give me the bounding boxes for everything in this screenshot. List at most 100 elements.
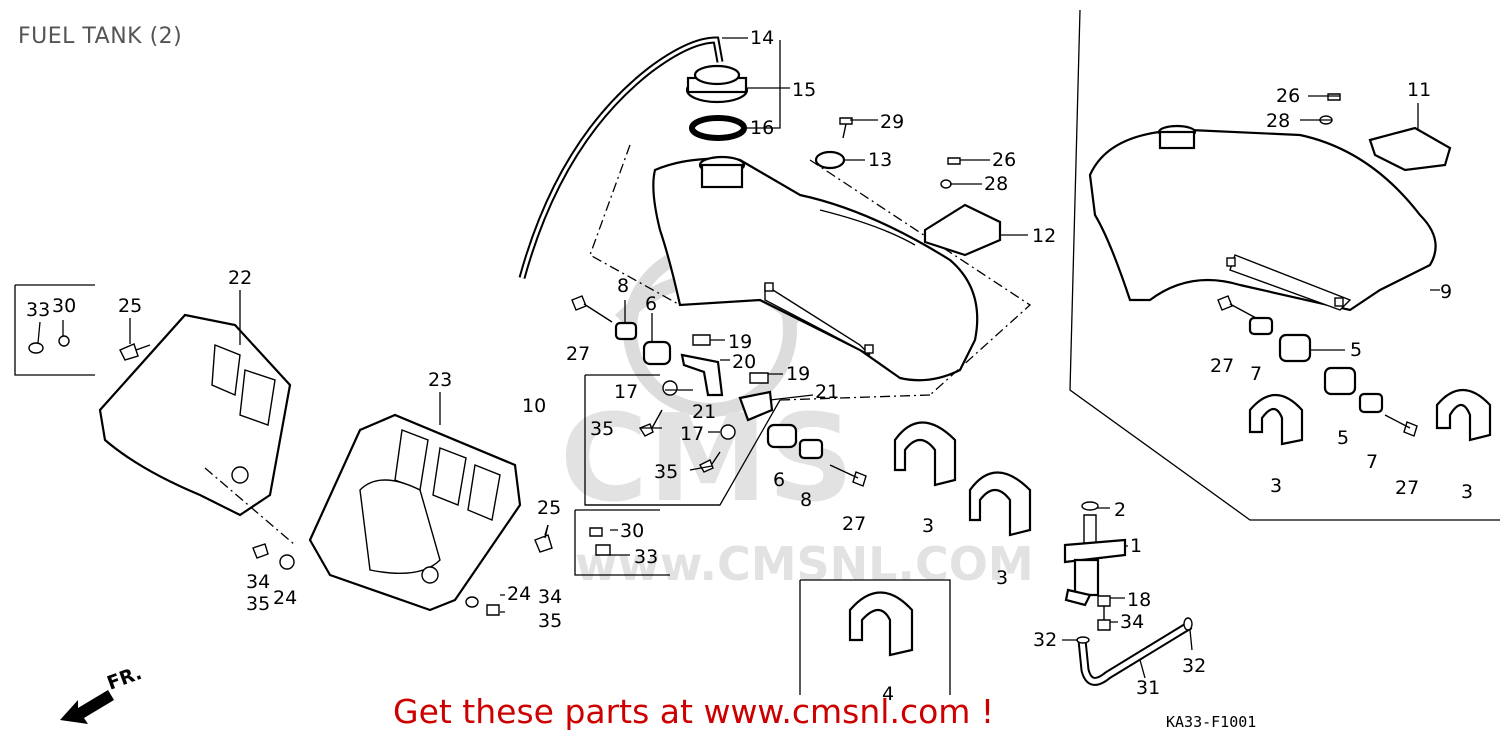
- label-23: 23: [428, 369, 452, 391]
- bolt-27-center: [829, 464, 867, 487]
- shroud-22: [98, 313, 292, 517]
- washer-19b: [749, 372, 769, 384]
- collar-24-left: [279, 554, 295, 570]
- cap-gasket: [689, 115, 747, 141]
- label-35: 35: [590, 418, 614, 440]
- bolt-26-right: [1327, 93, 1341, 101]
- label-6: 6: [773, 469, 785, 491]
- label-34: 34: [538, 586, 562, 608]
- label-17: 17: [680, 423, 704, 445]
- bolt-27-right-a: [1217, 295, 1257, 319]
- label-16: 16: [750, 117, 774, 139]
- label-35: 35: [538, 610, 562, 632]
- label-26: 26: [1276, 85, 1300, 107]
- collar-24-mid: [465, 596, 479, 608]
- label-27: 27: [1210, 355, 1234, 377]
- label-5: 5: [1337, 427, 1349, 449]
- label-3: 3: [1461, 481, 1473, 503]
- label-25: 25: [118, 295, 142, 317]
- nut-17b: [720, 424, 736, 440]
- washer-30-left: [58, 335, 70, 347]
- bolt-18: [1097, 595, 1111, 620]
- fuel-tank-right: [1088, 124, 1437, 312]
- label-22: 22: [228, 267, 252, 289]
- label-27: 27: [566, 343, 590, 365]
- bolt-27-left: [571, 295, 613, 323]
- label-32: 32: [1033, 629, 1057, 651]
- bolt-26: [947, 157, 961, 165]
- collar-8-bottom: [798, 438, 824, 460]
- strap-3-mid: [968, 471, 1032, 537]
- label-28: 28: [1266, 110, 1290, 132]
- part-labels: 1 2 3 3 3 3 4 5 5 6 6 7 7 8 8 9 10 11 12…: [26, 27, 1473, 705]
- label-2: 2: [1114, 499, 1126, 521]
- label-3: 3: [922, 515, 934, 537]
- front-arrow-label: FR.: [104, 662, 145, 695]
- fuel-tank-center: [652, 155, 979, 382]
- label-17: 17: [614, 381, 638, 403]
- page-title: FUEL TANK (2): [18, 24, 183, 49]
- bolt-34-right: [1097, 619, 1111, 631]
- nut-17a: [662, 380, 678, 396]
- label-15: 15: [792, 79, 816, 101]
- label-29: 29: [880, 111, 904, 133]
- strap-4: [848, 591, 914, 657]
- label-12: 12: [1032, 225, 1056, 247]
- label-33: 33: [634, 546, 658, 568]
- label-19: 19: [728, 331, 752, 353]
- strap-3-top: [893, 421, 957, 487]
- collar-7b: [1358, 392, 1384, 414]
- bolt-27-right-b: [1384, 414, 1418, 437]
- bolt-25-left: [119, 343, 151, 361]
- label-3: 3: [1270, 475, 1282, 497]
- front-arrow: FR.: [60, 662, 145, 724]
- label-11: 11: [1407, 79, 1431, 101]
- label-7: 7: [1250, 363, 1262, 385]
- label-19: 19: [786, 363, 810, 385]
- label-24: 24: [273, 587, 297, 609]
- label-21: 21: [692, 401, 716, 423]
- damper-5a: [1278, 333, 1312, 363]
- bolt-35a: [638, 409, 663, 437]
- label-6: 6: [645, 293, 657, 315]
- bolt-33-mid: [595, 544, 611, 556]
- label-27: 27: [1395, 477, 1419, 499]
- damper-5b: [1323, 366, 1357, 396]
- collar-28: [940, 179, 952, 189]
- bracket-21: [738, 390, 774, 422]
- bracket-20: [680, 353, 724, 397]
- bolt-29: [839, 117, 853, 139]
- label-7: 7: [1366, 451, 1378, 473]
- bolt-35-mid: [486, 604, 500, 616]
- bolt-25-mid: [534, 524, 553, 553]
- label-34: 34: [246, 571, 270, 593]
- label-28: 28: [984, 173, 1008, 195]
- label-24: 24: [507, 583, 531, 605]
- label-3: 3: [996, 567, 1008, 589]
- label-5: 5: [1350, 339, 1362, 361]
- label-20: 20: [732, 351, 756, 373]
- label-13: 13: [868, 149, 892, 171]
- label-14: 14: [750, 27, 774, 49]
- strap-3-right-a: [1248, 394, 1304, 446]
- washer-19a: [692, 334, 711, 346]
- fuel-valve: [1063, 501, 1127, 607]
- watermark-url: www.CMSNL.COM: [575, 537, 1034, 591]
- label-32: 32: [1182, 655, 1206, 677]
- clip-32a: [1076, 636, 1090, 644]
- label-1: 1: [1130, 535, 1142, 557]
- label-8: 8: [800, 489, 812, 511]
- label-4: 4: [882, 683, 894, 705]
- watermark-logo: CMS: [560, 390, 854, 529]
- label-33: 33: [26, 299, 50, 321]
- fuel-cap: [685, 64, 749, 104]
- label-21: 21: [815, 381, 839, 403]
- promo-link[interactable]: Get these parts at www.cmsnl.com !: [393, 692, 995, 731]
- collar-8-top: [614, 321, 638, 341]
- bolt-33-left: [28, 342, 44, 354]
- label-35: 35: [654, 461, 678, 483]
- clip-32b: [1183, 617, 1193, 631]
- label-31: 31: [1136, 677, 1160, 699]
- diagram-code: KA33-F1001: [1166, 713, 1257, 731]
